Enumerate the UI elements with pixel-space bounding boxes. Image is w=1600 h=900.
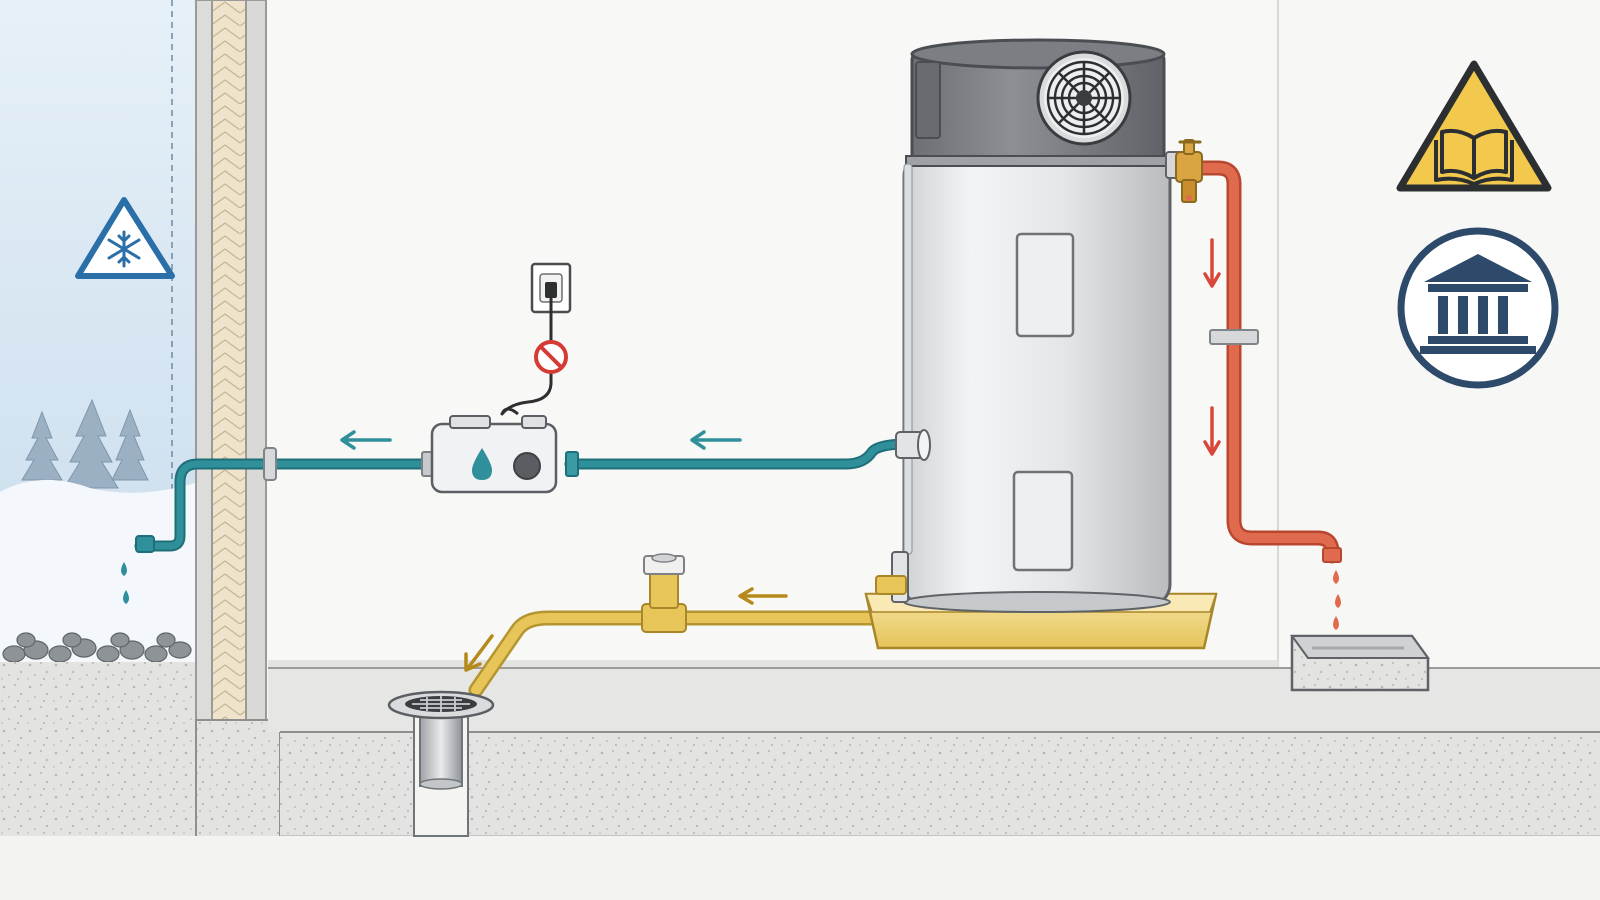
freeze-warning-icon xyxy=(75,197,175,279)
snow-scene xyxy=(0,0,198,882)
electrical-outlet xyxy=(530,262,572,314)
baseboard xyxy=(268,660,1278,668)
drain-tee-cleanout xyxy=(641,553,687,633)
snow-ground xyxy=(0,479,198,668)
manual-warning-icon xyxy=(1396,60,1552,192)
relief-discharge-drips xyxy=(1333,570,1341,630)
no-symbol-icon xyxy=(534,340,568,374)
pipe-strap xyxy=(1209,329,1259,345)
condensate-line xyxy=(134,438,914,553)
flow-arrow xyxy=(738,587,788,605)
relief-valve xyxy=(1165,139,1203,203)
pine-trees xyxy=(21,398,149,489)
discharge-receptor xyxy=(1290,634,1430,692)
gravel-bed xyxy=(2,632,192,663)
drain-pan-line xyxy=(468,610,880,698)
exterior-wall xyxy=(195,0,267,721)
access-panel xyxy=(1015,232,1075,338)
flow-arrow xyxy=(340,430,392,450)
water-drop-icon xyxy=(472,448,492,480)
pipe-fitting xyxy=(565,451,579,477)
flow-arrow xyxy=(1203,238,1221,288)
condensate-outlet-fitting xyxy=(895,429,931,461)
pan-drain-fitting xyxy=(875,551,909,603)
flow-arrow xyxy=(690,430,742,450)
condensate-pump xyxy=(421,407,558,494)
vent-panel xyxy=(915,61,941,139)
floor-drain xyxy=(387,690,495,837)
flow-arrow xyxy=(464,634,494,672)
access-panel xyxy=(1012,470,1074,572)
heat-pump-water-heater xyxy=(902,38,1172,613)
condensate-outlet-drips xyxy=(121,562,129,604)
building-code-icon xyxy=(1397,227,1559,389)
concrete-slab xyxy=(280,732,1600,836)
fan xyxy=(1036,50,1132,146)
relief-discharge-pipe xyxy=(1190,160,1342,564)
pipe-clamp xyxy=(263,447,277,481)
flow-arrow xyxy=(1203,406,1221,456)
